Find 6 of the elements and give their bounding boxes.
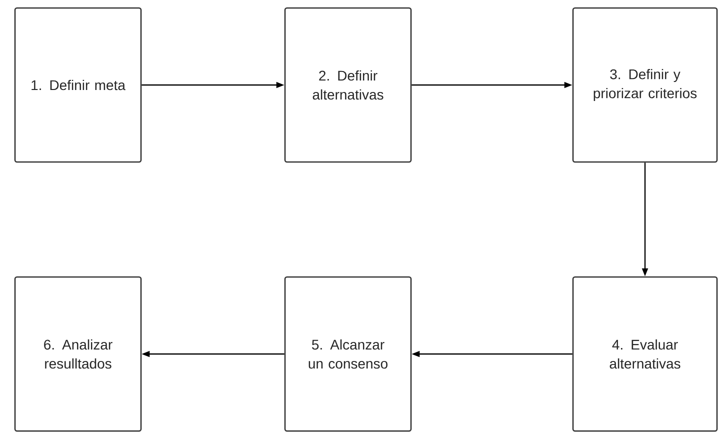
- process-box: 3. Definir y priorizar criterios: [572, 7, 718, 163]
- process-box: 2. Definir alternativas: [284, 7, 412, 163]
- process-box: 1. Definir meta: [14, 7, 142, 163]
- process-box: 5. Alcanzar un consenso: [284, 276, 412, 432]
- process-box: 4. Evaluar alternativas: [572, 276, 718, 432]
- process-box: 6. Analizar resulltados: [14, 276, 142, 432]
